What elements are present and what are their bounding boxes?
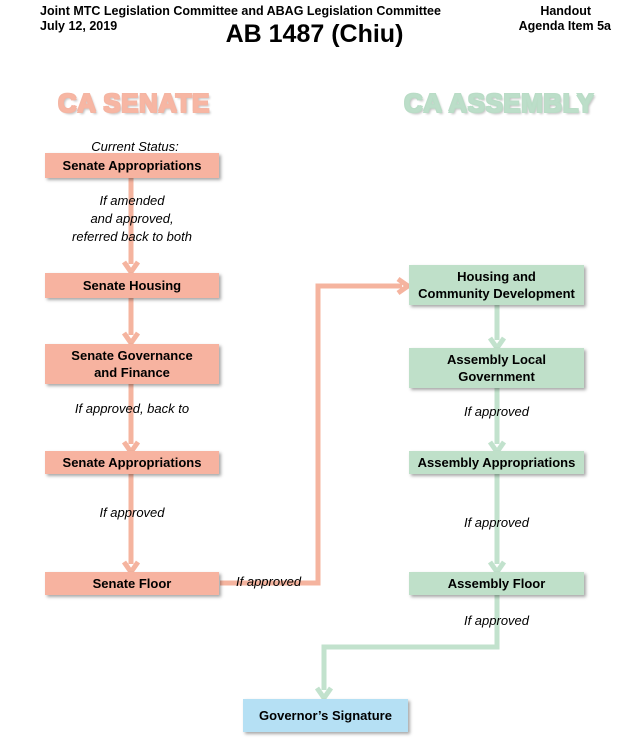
- senate-floor-label: Senate Floor: [92, 576, 172, 591]
- assembly-local-line2: Government: [458, 369, 535, 384]
- senate-housing-label: Senate Housing: [82, 278, 182, 293]
- senate-note-amended: If amended and approved, referred back t…: [45, 192, 219, 246]
- handout-label: Handout: [540, 4, 591, 18]
- senate-column-title: CA SENATE: [58, 88, 210, 118]
- assembly-housing-line1: Housing and: [457, 269, 536, 284]
- assembly-housing-label: Housing and Community Development: [418, 268, 575, 302]
- senate-governance-label: Senate Governance and Finance: [71, 347, 192, 381]
- senate-note-amended-line3: referred back to both: [72, 229, 192, 244]
- senate-housing-box: Senate Housing: [45, 273, 219, 298]
- senate-floor-box: Senate Floor: [45, 572, 219, 595]
- assembly-local-government-label: Assembly Local Government: [447, 351, 546, 385]
- senate-note-amended-line2: and approved,: [90, 211, 174, 226]
- senate-floor-note: If approved: [236, 574, 302, 589]
- assembly-note-3: If approved: [463, 613, 530, 628]
- page-title: AB 1487 (Chiu): [225, 20, 404, 48]
- assembly-appropriations-box: Assembly Appropriations: [409, 451, 584, 474]
- committee-name: Joint MTC Legislation Committee and ABAG…: [40, 4, 441, 18]
- governor-signature-box: Governor’s Signature: [243, 699, 408, 732]
- governor-signature-label: Governor’s Signature: [259, 708, 392, 723]
- senate-governance-line1: Senate Governance: [71, 348, 193, 363]
- assembly-local-government-box: Assembly Local Government: [409, 348, 584, 388]
- senate-governance-line2: and Finance: [94, 365, 170, 380]
- assembly-floor-label: Assembly Floor: [447, 576, 546, 591]
- assembly-housing-line2: Community Development: [418, 286, 575, 301]
- assembly-floor-box: Assembly Floor: [409, 572, 584, 595]
- assembly-appropriations-label: Assembly Appropriations: [417, 455, 576, 470]
- assembly-note-1: If approved: [463, 404, 530, 419]
- meeting-date: July 12, 2019: [40, 19, 118, 33]
- current-status-label: Current Status:: [91, 139, 179, 154]
- assembly-connectors: [314, 305, 507, 703]
- senate-governance-box: Senate Governance and Finance: [45, 344, 219, 384]
- assembly-note-2: If approved: [463, 515, 530, 530]
- senate-note-amended-line1: If amended: [99, 193, 165, 208]
- senate-note-approved: If approved: [99, 505, 165, 520]
- assembly-local-line1: Assembly Local: [447, 352, 546, 367]
- assembly-housing-box: Housing and Community Development: [409, 265, 584, 305]
- senate-appropriations-second-label: Senate Appropriations: [62, 455, 202, 470]
- senate-appropriations-second: Senate Appropriations: [45, 451, 219, 474]
- assembly-column-title: CA ASSEMBLY: [404, 88, 595, 118]
- senate-connectors: [121, 178, 413, 586]
- senate-appropriations-current-label: Senate Appropriations: [62, 158, 202, 173]
- agenda-item: Agenda Item 5a: [518, 19, 611, 33]
- senate-note-back: If approved, back to: [74, 401, 190, 416]
- senate-appropriations-current: Senate Appropriations: [45, 153, 219, 178]
